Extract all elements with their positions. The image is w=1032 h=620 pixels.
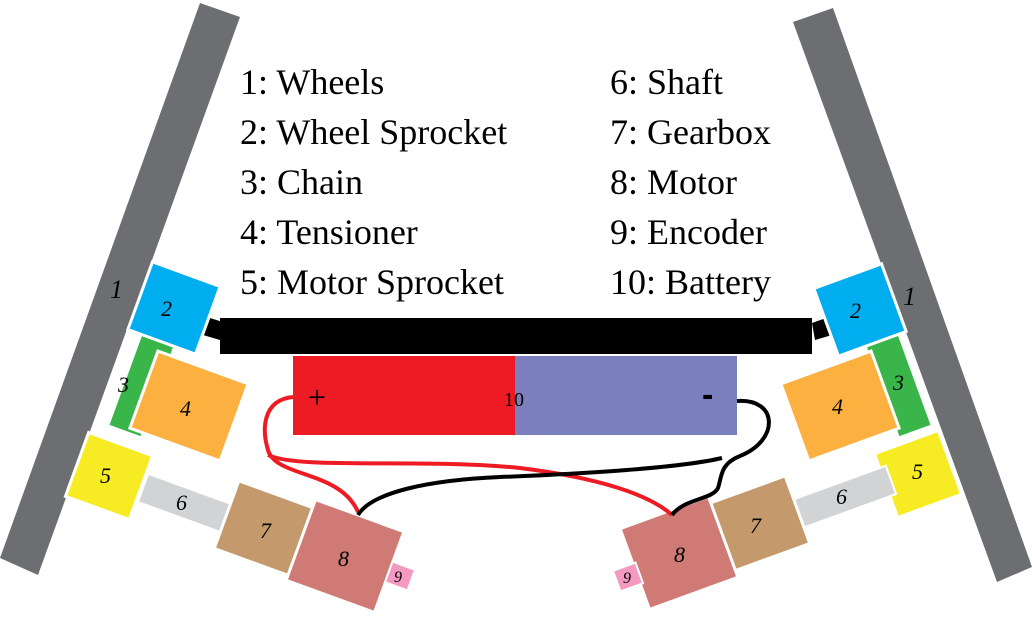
left-tensioner [127,349,251,463]
black-wire-left [356,456,723,517]
legend-item-wheels: 1: Wheels [240,62,385,102]
legend-left: 1: Wheels 2: Wheel Sprocket 3: Chain 4: … [240,57,507,307]
left-encoder [383,560,417,592]
label-right-tensioner: 4 [832,394,843,419]
legend-item-wheel-sprocket: 2: Wheel Sprocket [240,112,508,152]
label-left-tensioner: 4 [180,396,191,421]
legend-right: 6: Shaft 7: Gearbox 8: Motor 9: Encoder … [610,57,771,307]
label-right-motor-sprocket: 5 [912,459,923,484]
right-tensioner [778,349,902,463]
axle-bar [220,318,812,354]
legend-item-battery: 10: Battery [610,262,771,302]
red-wire-right [267,453,674,517]
left-wheel [0,3,240,575]
label-left-chain: 3 [117,372,129,397]
legend-item-tensioner: 4: Tensioner [240,212,418,252]
label-left-wheel: 1 [110,275,123,304]
label-right-motor: 8 [674,542,685,567]
battery-positive [293,356,515,435]
label-right-gearbox: 7 [750,513,762,538]
label-right-shaft: 6 [836,484,847,509]
label-right-encoder: 9 [623,570,631,587]
label-battery: 10 [504,389,524,411]
label-left-motor-sprocket: 5 [100,463,111,488]
label-right-wheel: 1 [903,282,916,311]
left-wheel-sprocket [125,259,223,357]
battery-plus-sign: + [308,379,326,415]
battery-minus-sign: - [702,376,713,414]
label-right-chain: 3 [892,370,904,395]
label-left-shaft: 6 [176,490,187,515]
right-encoder [611,561,645,593]
legend-item-encoder: 9: Encoder [610,212,767,252]
label-left-encoder: 9 [394,569,402,586]
battery-negative [515,356,737,435]
label-left-wheel-sprocket: 2 [161,296,172,321]
legend-item-shaft: 6: Shaft [610,62,723,102]
right-wheel-sprocket [811,261,909,359]
legend-item-motor: 8: Motor [610,162,738,202]
label-left-gearbox: 7 [260,518,272,543]
legend-item-gearbox: 7: Gearbox [610,112,771,152]
right-wheel [793,8,1032,582]
left-motor-sprocket [63,430,155,522]
black-wire-right [670,398,771,517]
legend-item-motor-sprocket: 5: Motor Sprocket [240,262,504,302]
label-right-wheel-sprocket: 2 [850,298,861,323]
label-left-motor: 8 [338,546,349,571]
red-wire-left [262,395,360,513]
legend-item-chain: 3: Chain [240,162,363,202]
